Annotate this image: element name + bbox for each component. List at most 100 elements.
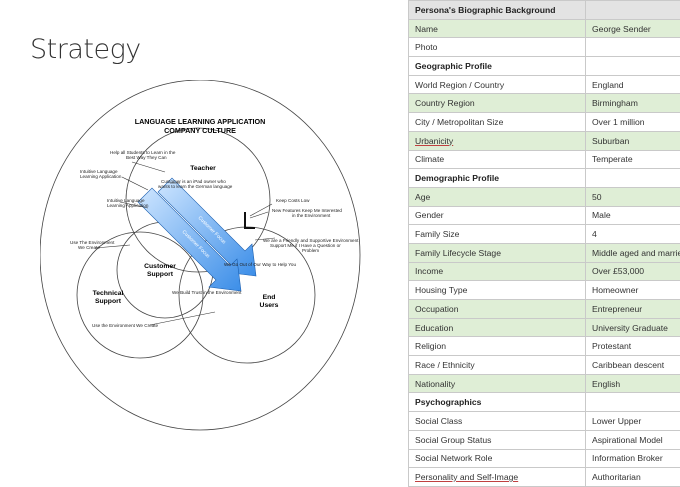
- persona-row-label: Family Lifecycle Stage: [409, 243, 586, 262]
- persona-row-label: Personality and Self-Image: [409, 468, 586, 487]
- persona-row-label: Religion: [409, 337, 586, 356]
- persona-row: Occupation Entrepreneur: [409, 300, 680, 319]
- persona-row-label: Education: [409, 318, 586, 337]
- diagram-title-line1: LANGUAGE LEARNING APPLICATION: [135, 117, 266, 126]
- teacher-label: Teacher: [190, 165, 216, 172]
- persona-row: Photo: [409, 38, 680, 57]
- persona-row-value: George Sender: [586, 19, 680, 38]
- persona-row-value: 4: [586, 225, 680, 244]
- persona-row-label: Occupation: [409, 300, 586, 319]
- persona-row-label-text: Social Class: [415, 416, 462, 426]
- persona-row: Race / Ethnicity Caribbean descent: [409, 356, 680, 375]
- persona-row-label: Housing Type: [409, 281, 586, 300]
- persona-row-value: Over £53,000: [586, 262, 680, 281]
- persona-row: Social Network Role Information Broker: [409, 449, 680, 468]
- annotation-new-features-2: in the Environment: [292, 213, 331, 218]
- persona-row-label: Gender: [409, 206, 586, 225]
- end-users-label-2: Users: [260, 302, 279, 309]
- persona-row-label: Psychographics: [409, 393, 586, 412]
- persona-row-label: City / Metropolitan Size: [409, 113, 586, 132]
- persona-row-label: Age: [409, 187, 586, 206]
- persona-row-value: Caribbean descent: [586, 356, 680, 375]
- persona-row-label: Urbanicity: [409, 131, 586, 150]
- technical-support-label-2: Support: [95, 298, 122, 305]
- persona-row-value: Birmingham: [586, 94, 680, 113]
- persona-row-label-text: Social Group Status: [415, 435, 491, 445]
- persona-row: Social Class Lower Upper: [409, 412, 680, 431]
- annotation-go-out-of-way: We Go Out of Our Way to Help You: [224, 262, 296, 267]
- persona-row-label: Demographic Profile: [409, 169, 586, 188]
- annotation-customer-ipad-2: wants to learn the German language: [158, 184, 233, 189]
- persona-row: Nationality English: [409, 374, 680, 393]
- persona-section-row: Psychographics: [409, 393, 680, 412]
- diagram-title-line2: COMPANY CULTURE: [164, 126, 236, 135]
- annotation-use-env-2: We Create: [78, 245, 100, 250]
- persona-row-label-text: Gender: [415, 210, 444, 220]
- annotation-intuitive1-2: Learning Application: [80, 174, 122, 179]
- persona-row: Social Group Status Aspirational Model: [409, 430, 680, 449]
- persona-row-label-text: Name: [415, 24, 438, 34]
- persona-header-value: [586, 1, 680, 20]
- persona-row-label-text: Occupation: [415, 304, 458, 314]
- persona-row-value: Entrepreneur: [586, 300, 680, 319]
- persona-row-label: Income: [409, 262, 586, 281]
- persona-row-value: [586, 393, 680, 412]
- persona-row-value: English: [586, 374, 680, 393]
- persona-row-value: Authoritarian: [586, 468, 680, 487]
- persona-row-label-text: Age: [415, 192, 430, 202]
- persona-row-value: Male: [586, 206, 680, 225]
- persona-row-label: Family Size: [409, 225, 586, 244]
- annotation-keep-costs: Keep Costs Low: [276, 198, 310, 203]
- persona-section-row: Demographic Profile: [409, 169, 680, 188]
- persona-row-value: [586, 38, 680, 57]
- persona-row-value: Aspirational Model: [586, 430, 680, 449]
- persona-row-value: Homeowner: [586, 281, 680, 300]
- persona-row-label-text: Race / Ethnicity: [415, 360, 475, 370]
- persona-row-value: Lower Upper: [586, 412, 680, 431]
- persona-row-label: Photo: [409, 38, 586, 57]
- persona-row: Income Over £53,000: [409, 262, 680, 281]
- persona-row-label-text: Nationality: [415, 379, 455, 389]
- persona-row-label-text: Urbanicity: [415, 136, 453, 146]
- persona-row-label-text: Family Lifecycle Stage: [415, 248, 501, 258]
- persona-row-value: Information Broker: [586, 449, 680, 468]
- persona-row-label-text: Income: [415, 266, 443, 276]
- customer-support-label-1: Customer: [144, 263, 176, 270]
- company-culture-diagram: LANGUAGE LEARNING APPLICATION COMPANY CU…: [40, 80, 410, 480]
- annotation-friendly-3: Problem: [302, 248, 319, 253]
- persona-row-label-text: Social Network Role: [415, 453, 492, 463]
- persona-row-value: Temperate: [586, 150, 680, 169]
- persona-row-label: Race / Ethnicity: [409, 356, 586, 375]
- annotation-help-students-2: Best Way They Can: [126, 155, 167, 160]
- persona-row-label: Geographic Profile: [409, 57, 586, 76]
- persona-row-value: [586, 169, 680, 188]
- persona-row-label: Social Group Status: [409, 430, 586, 449]
- persona-row-label-text: Demographic Profile: [415, 173, 499, 183]
- slide-title: Strategy: [30, 34, 141, 65]
- persona-row-label-text: Psychographics: [415, 397, 481, 407]
- persona-row: City / Metropolitan Size Over 1 million: [409, 113, 680, 132]
- persona-row-label: Climate: [409, 150, 586, 169]
- persona-table: Persona's Biographic Background Name Geor…: [408, 0, 680, 487]
- persona-row: Name George Sender: [409, 19, 680, 38]
- persona-row-label-text: Geographic Profile: [415, 61, 492, 71]
- annotation-build-trust: We Build Trust in the Environment: [172, 290, 242, 295]
- persona-row-value: England: [586, 75, 680, 94]
- persona-row-label-text: City / Metropolitan Size: [415, 117, 503, 127]
- persona-row-label-text: World Region / Country: [415, 80, 504, 90]
- persona-row-value: Protestant: [586, 337, 680, 356]
- persona-row-label: Social Class: [409, 412, 586, 431]
- persona-row-value: Middle aged and married: [586, 243, 680, 262]
- persona-table-header: Persona's Biographic Background: [409, 1, 680, 20]
- persona-row-label: Nationality: [409, 374, 586, 393]
- persona-row: Family Lifecycle Stage Middle aged and ma…: [409, 243, 680, 262]
- annotation-intuitive2-2: Learning Application: [107, 203, 149, 208]
- persona-row-value: Over 1 million: [586, 113, 680, 132]
